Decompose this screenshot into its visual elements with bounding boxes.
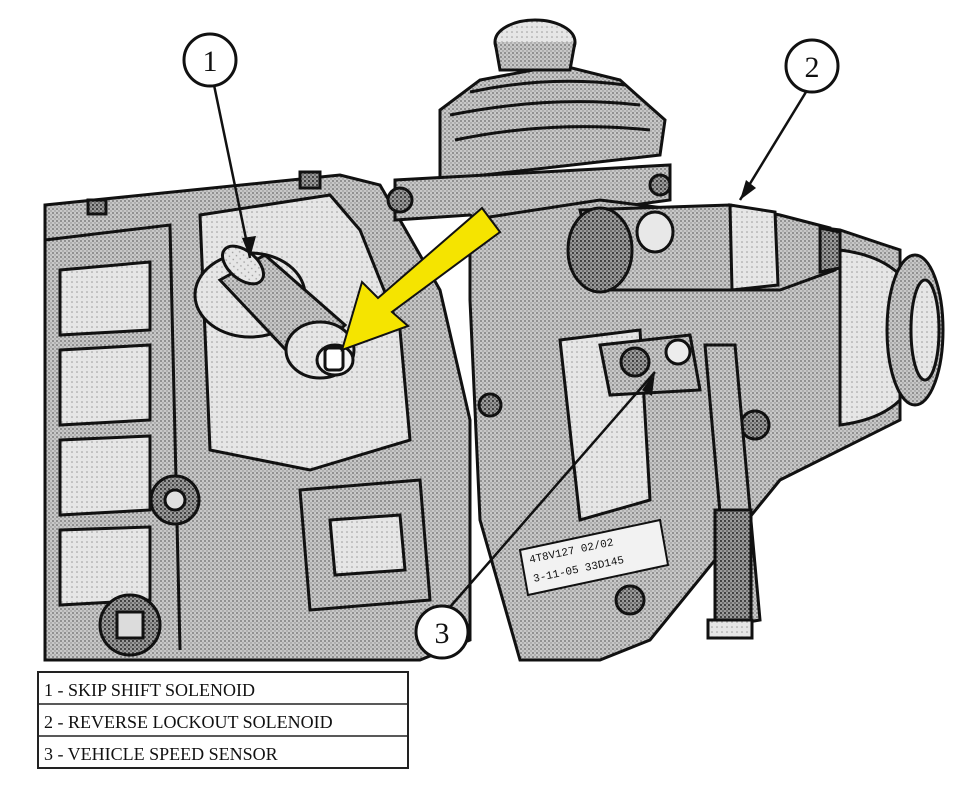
reverse-lockout-solenoid — [566, 203, 842, 294]
callout-3: 3 — [414, 371, 656, 660]
transmission-case — [43, 170, 472, 662]
legend-item-3: 3 - VEHICLE SPEED SENSOR — [44, 744, 278, 764]
callout-1-number: 1 — [203, 45, 218, 78]
shift-lever-boot — [438, 18, 667, 182]
callout-1: 1 — [182, 32, 256, 259]
case-boss — [149, 474, 201, 526]
legend: 1 - SKIP SHIFT SOLENOID 2 - REVERSE LOCK… — [37, 671, 409, 769]
shifter-base — [386, 163, 672, 242]
callout-2-number: 2 — [805, 51, 820, 84]
drain-plug — [98, 593, 162, 657]
callout-2: 2 — [738, 38, 840, 201]
vehicle-speed-sensor — [598, 333, 762, 640]
skip-shift-solenoid — [193, 244, 356, 380]
highlight-arrow — [340, 206, 502, 352]
legend-item-2: 2 - REVERSE LOCKOUT SOLENOID — [44, 712, 333, 732]
callout-3-number: 3 — [435, 617, 450, 650]
legend-item-1: 1 - SKIP SHIFT SOLENOID — [44, 680, 255, 700]
